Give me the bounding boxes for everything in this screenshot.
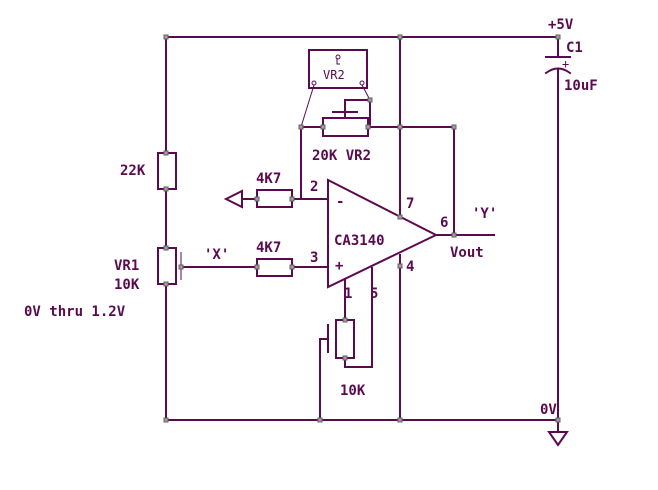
vr1-value-label: 10K: [114, 277, 140, 293]
junction-dot: [289, 196, 295, 202]
ground-icon: [547, 431, 569, 447]
junction-dot: [163, 186, 169, 192]
cap-plus-label: +: [562, 57, 569, 71]
junction-dot: [289, 264, 295, 270]
junction-dot: [555, 417, 561, 423]
potentiometer-vr1: [157, 247, 177, 285]
pin4-label: 4: [406, 259, 414, 275]
y-node-label: 'Y': [472, 206, 497, 222]
opamp-minus: -: [336, 194, 344, 210]
resistor-4k7-pin3: [256, 258, 293, 277]
pin3-label: 3: [310, 250, 318, 266]
vr2-inset-wiper: [336, 58, 340, 65]
vr2-inset-pin-top: [335, 54, 341, 60]
potentiometer-10k: [335, 319, 355, 359]
r-in2-label: 4K7: [256, 171, 281, 187]
cap-value-label: 10uF: [564, 78, 598, 94]
r-offset-label: 10K: [340, 383, 366, 399]
opamp-plus: +: [335, 258, 343, 274]
resistor-4k7-pin2: [256, 189, 293, 208]
pin1-label: 1: [344, 286, 352, 302]
pin5-label: 5: [370, 286, 378, 302]
junction-dot: [178, 264, 184, 270]
junction-dots: [163, 34, 561, 423]
junction-dot: [163, 150, 169, 156]
junction-dot: [163, 245, 169, 251]
junction-dot: [163, 281, 169, 287]
junction-dot: [163, 34, 169, 40]
junction-dot: [342, 317, 348, 323]
junction-dot: [555, 34, 561, 40]
junction-dot: [451, 232, 457, 238]
pin2-label: 2: [310, 179, 318, 195]
vr2-wiper: [344, 99, 371, 128]
pin6-label: 6: [440, 215, 448, 231]
supply-label: +5V: [548, 17, 574, 33]
range-label: 0V thru 1.2V: [24, 304, 126, 320]
vout-label: Vout: [450, 245, 484, 261]
potentiometer-vr2: [322, 117, 369, 137]
ground-label: 0V: [540, 402, 557, 418]
resistor-22k: [157, 152, 177, 190]
vr2-label: 20K VR2: [312, 148, 371, 164]
vr2-inset-box: [308, 49, 368, 89]
junction-dot: [397, 263, 403, 269]
junction-dot: [367, 97, 373, 103]
junction-dot: [397, 214, 403, 220]
vr2-inset-lead-left: [300, 84, 315, 128]
opamp-ca3140: [327, 178, 439, 289]
junction-dot: [342, 355, 348, 361]
x-node-label: 'X': [204, 247, 229, 263]
junction-dot: [320, 124, 326, 130]
pot10k-wiper-wire: [319, 338, 329, 421]
vr1-name-label: VR1: [114, 258, 139, 274]
junction-dot: [397, 417, 403, 423]
r-top-label: 22K: [120, 163, 146, 179]
junction-dot: [298, 124, 304, 130]
junction-dot: [163, 417, 169, 423]
junction-dot: [254, 196, 260, 202]
ground-arrow-icon: [223, 189, 243, 209]
vr2-box-label: VR2: [323, 68, 345, 82]
junction-dot: [365, 124, 371, 130]
junction-dot: [397, 124, 403, 130]
junction-dot: [254, 264, 260, 270]
junction-dot: [397, 34, 403, 40]
junction-dot: [451, 124, 457, 130]
pin7-label: 7: [406, 196, 414, 212]
opamp-label: CA3140: [334, 233, 385, 249]
junction-dot: [317, 417, 323, 423]
r-in3-label: 4K7: [256, 240, 281, 256]
cap-name-label: C1: [566, 40, 583, 56]
